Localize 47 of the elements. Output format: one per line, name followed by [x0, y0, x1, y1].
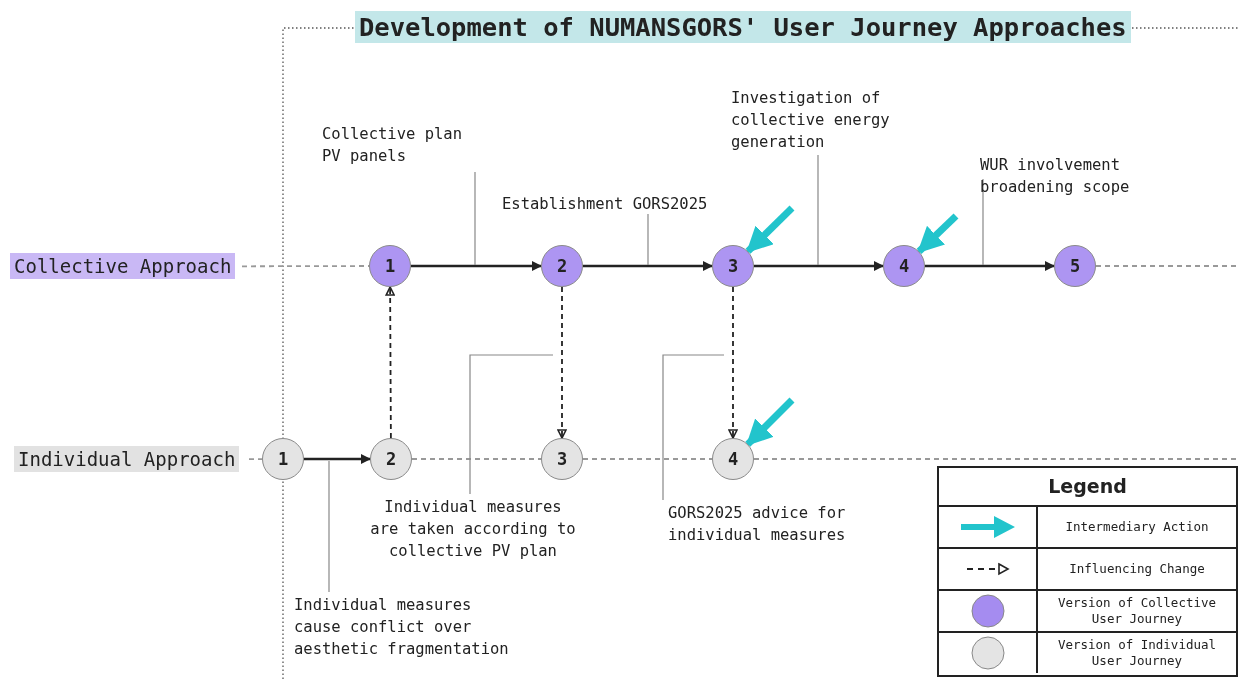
arrow — [754, 261, 884, 271]
dotted-line — [248, 458, 263, 460]
arrow — [583, 261, 713, 271]
dashed-arrow — [728, 286, 738, 439]
step-circle: 1 — [369, 245, 411, 287]
annotation-text: Individual measures cause conflict over aesthetic fragmentation — [294, 594, 514, 660]
arrow — [925, 261, 1055, 271]
dotted-line — [411, 458, 542, 460]
step-circle: 1 — [262, 438, 304, 480]
step-circle: 4 — [712, 438, 754, 480]
step-circle: 3 — [712, 245, 754, 287]
dashed-arrow — [385, 286, 395, 439]
annotation-text: Establishment GORS2025 — [502, 193, 717, 215]
leader-line — [647, 213, 649, 266]
legend-text: Influencing Change — [1068, 561, 1206, 577]
step-circle: 4 — [883, 245, 925, 287]
step-circle: 3 — [541, 438, 583, 480]
step-circle: 2 — [541, 245, 583, 287]
legend-text: Intermediary Action — [1064, 519, 1210, 535]
dotted-line — [753, 458, 1238, 460]
arrow — [411, 261, 542, 271]
row-label: Individual Approach — [14, 446, 240, 472]
dotted-line — [582, 458, 713, 460]
action-arrow — [916, 213, 959, 254]
leader-line — [817, 154, 819, 266]
dotted-line — [1095, 265, 1238, 267]
legend-title: Legend — [1047, 474, 1128, 499]
annotation-text: Individual measures are taken according to collective PV plan — [368, 496, 578, 562]
annotation-text: WUR involvement broadening scope — [980, 154, 1144, 198]
row-label: Collective Approach — [10, 253, 236, 279]
action-arrow — [745, 205, 795, 254]
leader-line — [982, 178, 984, 266]
action-arrow — [745, 397, 795, 447]
annotation-text: Investigation of collective energy generation — [731, 87, 904, 153]
legend-text: Version of Collective User Journey — [1056, 595, 1217, 627]
annotation-text: Collective plan PV panels — [322, 123, 467, 167]
leader-line — [328, 460, 330, 593]
leader-line — [474, 171, 476, 266]
step-circle: 2 — [370, 438, 412, 480]
leader-line — [662, 354, 725, 501]
step-circle: 5 — [1054, 245, 1096, 287]
dashed-arrow — [557, 286, 567, 439]
arrow — [304, 454, 371, 464]
leader-line — [469, 354, 554, 495]
title: Development of NUMANSGORS' User Journey Approaches — [355, 11, 1131, 43]
legend-text: Version of Individual User Journey — [1056, 637, 1217, 669]
annotation-text: GORS2025 advice for individual measures — [668, 502, 855, 546]
